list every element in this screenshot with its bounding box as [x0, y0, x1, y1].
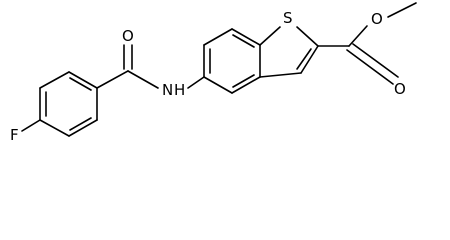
bond — [259, 72, 302, 78]
bond — [300, 45, 319, 74]
bond — [348, 25, 368, 47]
bond — [127, 70, 159, 89]
bond — [39, 119, 70, 137]
aromatic-double-bond — [232, 34, 255, 48]
aromatic-double-bond — [69, 77, 92, 91]
carbon-fluorine-bond — [21, 119, 41, 132]
bond — [39, 71, 70, 89]
methyl-ester — [317, 2, 417, 85]
bond — [187, 76, 205, 89]
bond — [68, 119, 98, 137]
bond — [231, 76, 261, 94]
amide-hydrogen-label: H — [174, 81, 185, 99]
bond — [296, 26, 319, 47]
fluorophenyl-ring — [39, 71, 98, 137]
ester-carbonyl-oxygen-label: O — [394, 80, 406, 98]
aromatic-double-bond — [69, 117, 92, 131]
amide-oxygen-label: O — [122, 27, 134, 45]
benzo-ring — [203, 28, 261, 94]
bond — [203, 76, 233, 94]
bond — [68, 71, 98, 89]
ester-ether-oxygen-label: O — [371, 10, 383, 28]
ester-carbonyl-double-bond — [352, 43, 399, 78]
amide-linker — [96, 44, 205, 89]
sulfur-atom-label: S — [283, 9, 293, 27]
structure-canvas: F O N H S O O — [10, 2, 417, 144]
bond — [203, 28, 233, 46]
molecule-drawing: F O N H S O O — [10, 2, 417, 144]
bond — [387, 2, 417, 18]
amide-nitrogen-label: N — [162, 81, 173, 99]
thiophene-double-bond — [296, 48, 312, 70]
bond — [259, 26, 281, 46]
bond — [231, 28, 261, 46]
bond — [96, 70, 129, 89]
ester-carbonyl-double-bond — [346, 49, 394, 85]
thiophene-ring — [259, 26, 319, 78]
fluorine-atom-label: F — [10, 126, 19, 144]
aromatic-double-bond — [232, 74, 255, 88]
